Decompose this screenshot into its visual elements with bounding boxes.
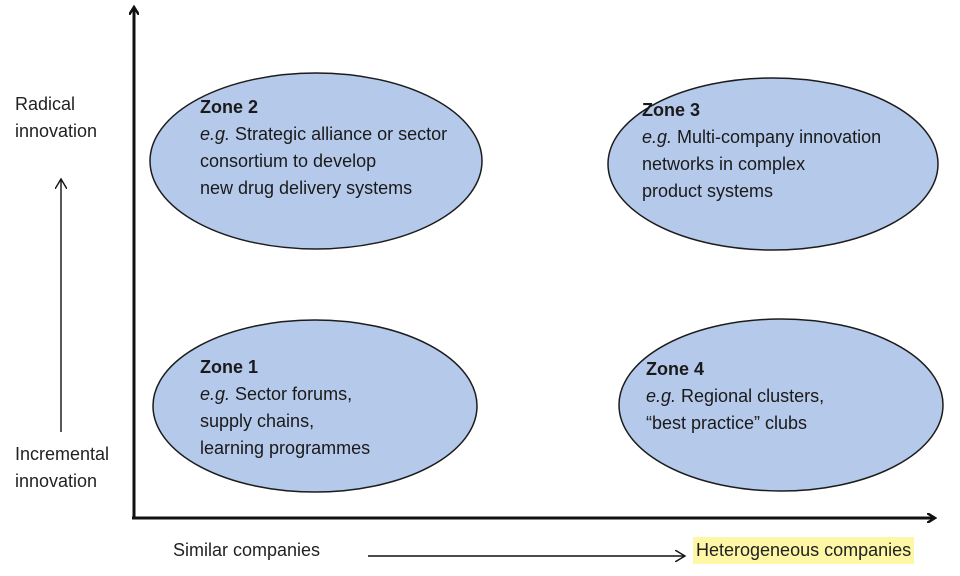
y-axis-bottom-label: Incremental innovation — [15, 441, 109, 495]
zone4-ellipse — [618, 318, 944, 492]
zone3-line-1: e.g. Multi-company innovation — [642, 124, 881, 151]
zone1-ellipse — [152, 319, 478, 493]
zone1-line-1: e.g. Sector forums, — [200, 381, 370, 408]
zone2-line-3: new drug delivery systems — [200, 178, 413, 198]
zone1-line-3: learning programmes — [200, 438, 371, 458]
y-axis-top-label: Radical innovation — [15, 91, 97, 145]
zone4-title: Zone 4 — [646, 359, 705, 379]
y-bottom-label-line-2: innovation — [15, 471, 98, 491]
zone2-title: Zone 2 — [200, 97, 259, 117]
zone2-line-1: e.g. Strategic alliance or sector — [200, 121, 447, 148]
y-bottom-label-line-1: Incremental — [15, 444, 110, 464]
zone4-line-1: e.g. Regional clusters, — [646, 383, 824, 410]
zone1-title: Zone 1 — [200, 357, 259, 377]
zone2-ellipse — [149, 72, 483, 250]
zone1-text: Zone 1 e.g. Sector forums, supply chains… — [200, 354, 370, 462]
zone3-line-1-text: Multi-company innovation — [672, 127, 882, 147]
x-axis-left-label: Similar companies — [173, 540, 321, 560]
zone4-line-1-text: Regional clusters, — [676, 386, 825, 406]
zone2-text: Zone 2 e.g. Strategic alliance or sector… — [200, 94, 447, 202]
zone2-line-1-text: Strategic alliance or sector — [230, 124, 448, 144]
zone1-line-1-text: Sector forums, — [230, 384, 353, 404]
zone2-eg: e.g. — [200, 124, 231, 144]
zone1-line-2: supply chains, — [200, 411, 315, 431]
y-top-label-line-1: Radical — [15, 94, 76, 114]
zone3-line-3: product systems — [642, 181, 774, 201]
zone3-text: Zone 3 e.g. Multi-company innovation net… — [642, 97, 881, 205]
zone4-eg: e.g. — [646, 386, 677, 406]
zone3-line-2: networks in complex — [642, 154, 806, 174]
zone4-line-2: “best practice” clubs — [646, 413, 808, 433]
zone2-line-2: consortium to develop — [200, 151, 377, 171]
zone1-eg: e.g. — [200, 384, 231, 404]
zone4-text: Zone 4 e.g. Regional clusters, “best pra… — [646, 356, 824, 437]
zone3-eg: e.g. — [642, 127, 673, 147]
zone3-ellipse — [607, 77, 939, 251]
x-axis-right-label: Heterogeneous companies — [693, 537, 915, 564]
y-top-label-line-2: innovation — [15, 121, 98, 141]
zone3-title: Zone 3 — [642, 100, 701, 120]
